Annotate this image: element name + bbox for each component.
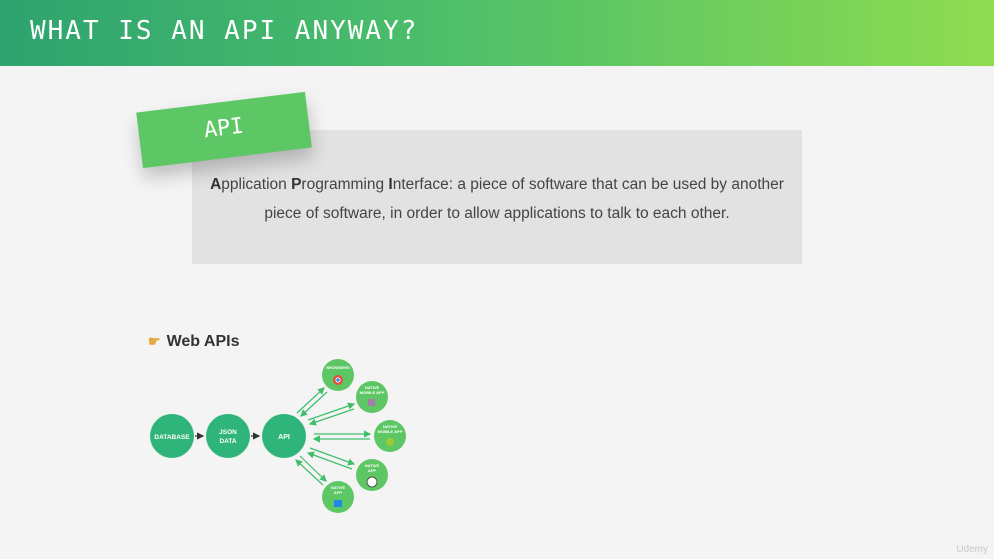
native-app-label-1: NATIVE xyxy=(365,463,380,468)
arrow-api-mobile-out xyxy=(307,402,356,421)
native-mobile-label-1: NATIVE xyxy=(365,385,380,390)
definition-text: Application Programming Interface: a pie… xyxy=(192,170,802,228)
native-app-node-mac xyxy=(356,459,388,491)
browsers-label: BROWSERS xyxy=(326,365,350,370)
udemy-watermark: Udemy xyxy=(956,544,988,555)
native-app-node-windows xyxy=(322,481,354,513)
acronym-a: A xyxy=(210,176,222,193)
native-app-label-b1: NATIVE xyxy=(331,485,346,490)
web-api-diagram: DATABASE JSON DATA API BROWSERS NATIVE M… xyxy=(150,359,406,513)
native-mobile-label-b1: NATIVE xyxy=(383,424,398,429)
mobile-app-icon xyxy=(368,399,375,406)
web-apis-label: Web APIs xyxy=(166,333,240,350)
windows-icon xyxy=(334,500,342,507)
native-app-label-b2: APP xyxy=(334,490,343,495)
definition-part: pplication xyxy=(221,176,292,193)
definition-part: nterface: a piece of software that can b… xyxy=(264,176,784,222)
arrow-api-browsers-out xyxy=(296,387,325,414)
native-app-label-2: APP xyxy=(368,468,377,473)
json-label-2: DATA xyxy=(219,438,236,445)
native-mobile-label-2: MOBILE APP xyxy=(360,390,385,395)
database-node xyxy=(150,414,194,458)
definition-box: Application Programming Interface: a pie… xyxy=(192,130,802,264)
native-mobile-node-android xyxy=(374,420,406,452)
android-icon xyxy=(386,438,394,446)
acronym-i: I xyxy=(388,176,393,193)
arrow-api-browsers-in xyxy=(300,391,328,417)
native-mobile-label-b2: MOBILE APP xyxy=(378,429,403,434)
api-tag-label: API xyxy=(202,113,246,144)
arrow-api-windows-in xyxy=(295,459,324,486)
json-data-node xyxy=(206,414,250,458)
api-client-arrows xyxy=(295,387,372,486)
apple-icon xyxy=(366,476,378,488)
arrow-api-mobile-in xyxy=(308,408,355,426)
chrome-icon-center xyxy=(335,377,341,383)
acronym-p: P xyxy=(291,176,302,193)
arrow-api-windows-out xyxy=(299,455,327,482)
header-bar: What is an API anyway? xyxy=(0,0,994,66)
page-title: What is an API anyway? xyxy=(30,16,419,46)
native-mobile-node-top xyxy=(356,381,388,413)
json-label-1: JSON xyxy=(219,429,237,436)
api-node-label: API xyxy=(278,434,290,441)
pointing-hand-icon: ☛ xyxy=(148,333,161,349)
arrow-api-mac-out xyxy=(309,447,356,466)
definition-part: rogramming xyxy=(301,176,389,193)
api-node xyxy=(262,414,306,458)
web-apis-heading: ☛ Web APIs xyxy=(148,333,239,351)
arrow-api-mac-in xyxy=(306,451,353,470)
database-label: DATABASE xyxy=(154,434,190,441)
